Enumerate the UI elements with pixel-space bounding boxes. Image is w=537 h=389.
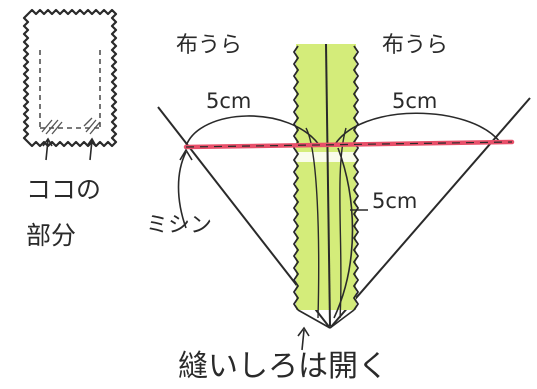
seam-allowance-right-edge	[352, 45, 360, 311]
seam-allowance-bottom-right	[329, 309, 355, 329]
bottom-caption: 縫いしろは開く	[178, 349, 388, 384]
reference-rectangle-outline	[22, 8, 118, 148]
seam-allowance-gap	[296, 152, 356, 162]
seam-allowance-left-edge	[292, 45, 300, 311]
hatched-corner-left	[41, 119, 63, 135]
part-label-line1: ココの	[26, 175, 101, 204]
fabric-back-label-left: 布うら	[176, 33, 242, 58]
measure-label-top-right: 5cm	[392, 89, 437, 113]
hatched-corner-right	[83, 117, 101, 135]
reference-rectangle: ココの 部分	[22, 8, 118, 250]
stitch-line-dashed	[185, 141, 513, 148]
v-edge-right	[329, 97, 531, 329]
measure-label-top-left: 5cm	[206, 89, 251, 113]
measure-arcs	[185, 112, 501, 319]
center-seam-line	[325, 43, 331, 327]
measure-label-side: 5cm	[372, 189, 417, 213]
machine-stitch-arrow	[177, 148, 193, 229]
measure-arc-side	[333, 147, 354, 319]
measure-arc-top-left	[185, 115, 321, 147]
machine-stitch-line	[183, 139, 515, 150]
pointer-arrows	[42, 137, 97, 161]
measure-arc-top-right	[333, 112, 501, 147]
machine-stitch-label: ミシン	[146, 213, 212, 238]
bottom-pointer-arrow	[297, 326, 310, 351]
fabric-back-label-right: 布うら	[382, 33, 448, 58]
part-label-line2: 部分	[26, 221, 76, 250]
seam-allowance-bottom-left	[297, 309, 331, 329]
